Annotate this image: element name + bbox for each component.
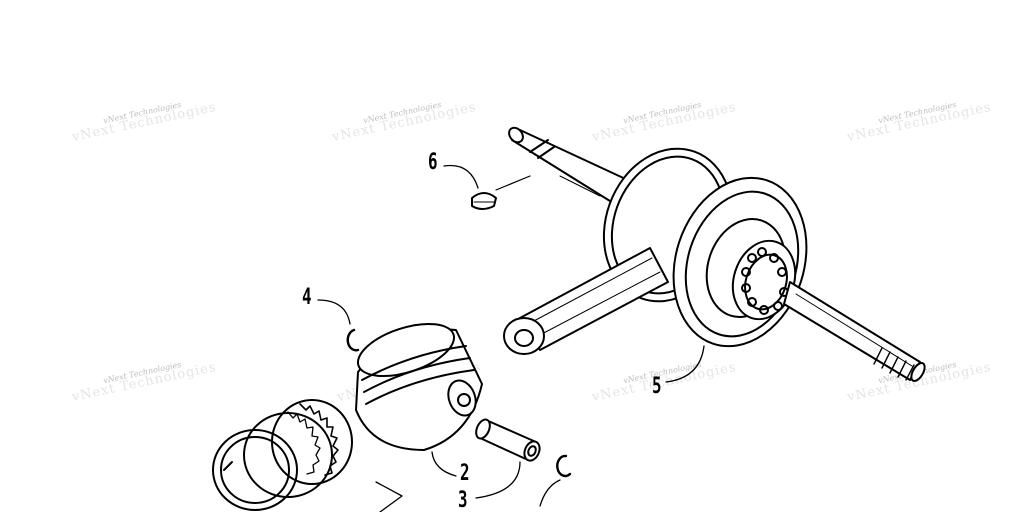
piston-ring-set bbox=[212, 399, 353, 511]
leader-1 bbox=[375, 481, 403, 512]
crankshaft-right-shaft bbox=[783, 281, 921, 381]
callout-2: 2 bbox=[460, 461, 470, 486]
circlip-left bbox=[346, 328, 360, 352]
crankshaft-bearing bbox=[731, 239, 797, 321]
leader-3b bbox=[539, 479, 561, 507]
woodruff-key bbox=[471, 192, 497, 210]
crankshaft-assembly bbox=[503, 126, 926, 383]
leader-lines bbox=[317, 164, 705, 512]
leader-2 bbox=[431, 451, 457, 477]
leader-6 bbox=[443, 164, 479, 189]
piston-pin-boss bbox=[447, 379, 477, 417]
oil-ring-expander bbox=[299, 403, 339, 476]
connecting-rod-small-end bbox=[503, 317, 545, 355]
key-alignment-line bbox=[495, 175, 531, 191]
piston bbox=[355, 322, 483, 451]
callout-6: 6 bbox=[428, 150, 438, 175]
callout-5: 5 bbox=[652, 374, 662, 399]
callout-3: 3 bbox=[458, 488, 468, 512]
crankshaft-splines bbox=[873, 347, 915, 381]
piston-pin bbox=[475, 418, 541, 462]
leader-4 bbox=[317, 299, 351, 325]
circlip-right bbox=[556, 454, 572, 478]
leader-5 bbox=[665, 345, 705, 383]
leader-3 bbox=[475, 461, 521, 499]
callout-4: 4 bbox=[302, 285, 312, 310]
